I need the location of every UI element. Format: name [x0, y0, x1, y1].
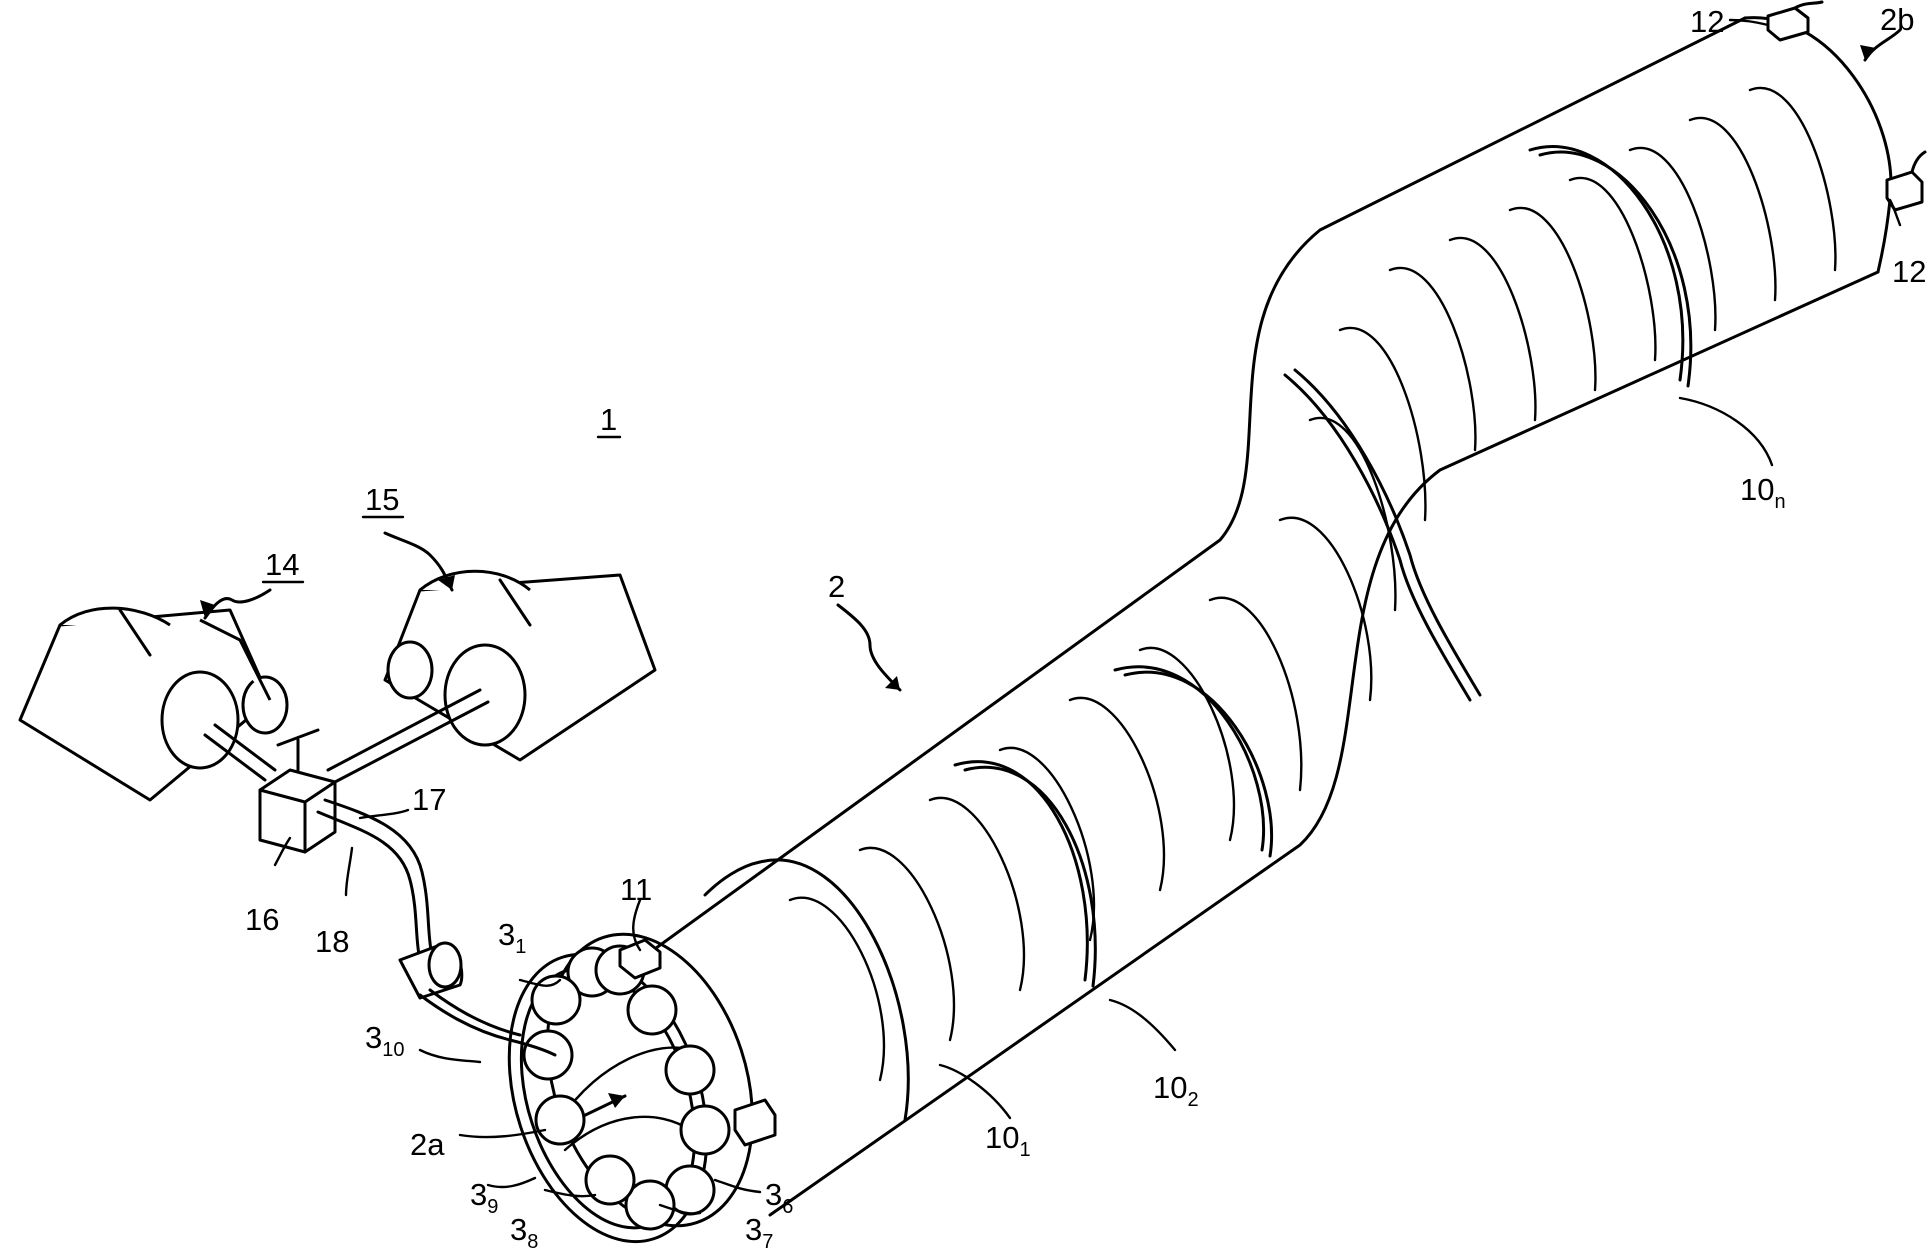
ring-clamp	[733, 1098, 777, 1147]
label-band-n: 10n	[1740, 472, 1786, 513]
far-end-clamps	[1766, 0, 1927, 212]
label-roller-7: 37	[745, 1212, 773, 1253]
source-unit-14	[18, 606, 289, 802]
label-source-b: 15	[365, 482, 399, 517]
label-end-b: 2b	[1880, 2, 1914, 37]
label-tube: 2	[828, 569, 845, 604]
tube-body	[596, 16, 1893, 1217]
label-band-2: 102	[1153, 1070, 1199, 1111]
drive-shafts	[203, 688, 490, 784]
junction-box	[258, 728, 337, 854]
label-source-a: 14	[265, 547, 299, 582]
tube-hoops	[953, 145, 1693, 988]
label-system: 1	[600, 402, 617, 437]
label-roller-9: 39	[470, 1177, 498, 1218]
sensor-block	[618, 938, 662, 980]
label-roller-10: 310	[365, 1020, 405, 1061]
reference-arrows	[200, 28, 1902, 692]
label-hose: 17	[412, 782, 446, 817]
label-valve: 18	[315, 924, 349, 959]
label-end-a: 2a	[410, 1127, 445, 1162]
helical-stripes	[788, 86, 1837, 1082]
leader-lines	[273, 18, 1902, 1215]
label-clamp-top: 12	[1690, 4, 1724, 39]
reference-labels: 1 14 15 2 17 16 18 11 31 310 2a 39 38 36…	[245, 2, 1926, 1253]
hose	[316, 798, 434, 962]
label-roller-8: 38	[510, 1212, 538, 1253]
rollers	[522, 944, 731, 1231]
label-band-1: 101	[985, 1120, 1031, 1161]
label-clamp-side: 12	[1892, 254, 1926, 289]
label-roller-1: 31	[498, 917, 526, 958]
source-unit-15	[383, 569, 657, 762]
label-junction: 16	[245, 902, 279, 937]
label-roller-6: 36	[765, 1177, 793, 1218]
valve	[398, 941, 557, 1057]
label-sensor: 11	[620, 872, 652, 907]
